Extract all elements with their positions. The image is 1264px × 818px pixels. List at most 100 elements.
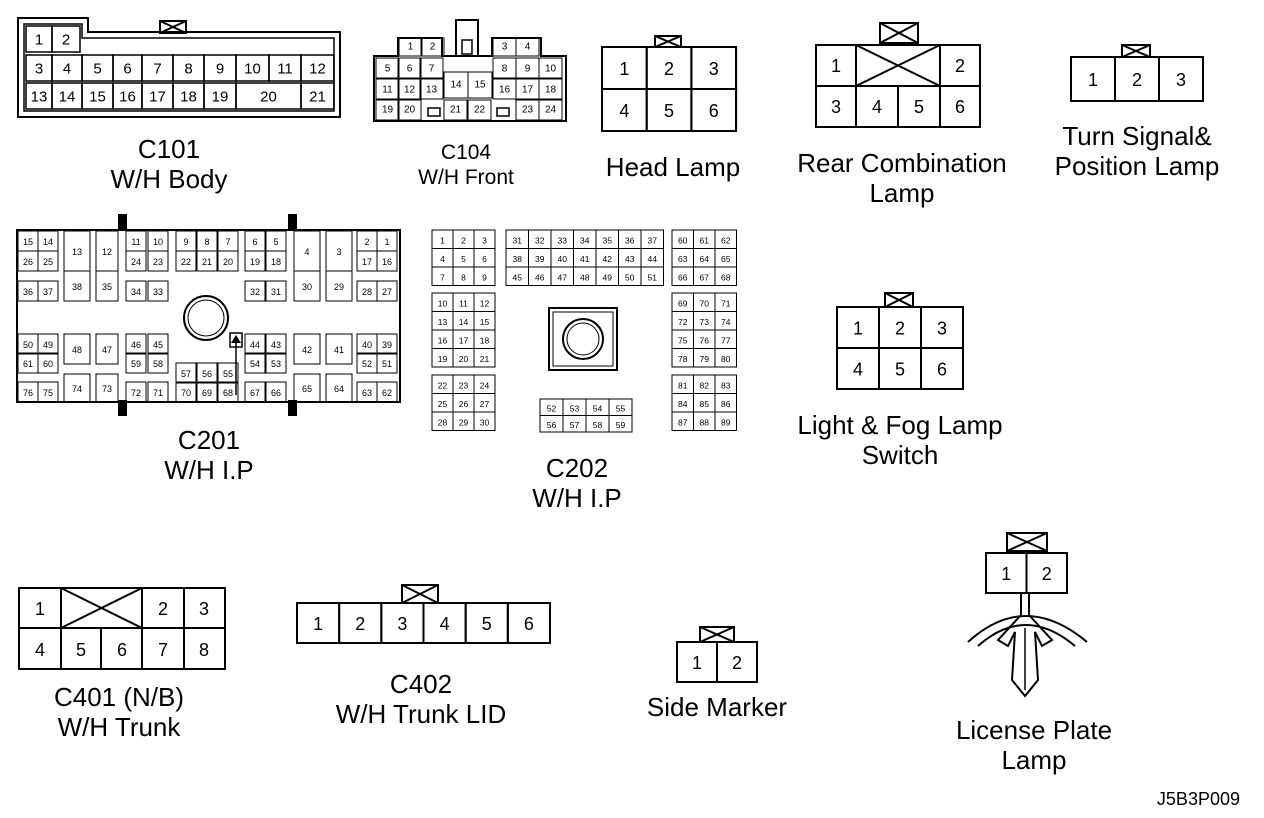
pin-number: 60: [678, 235, 688, 245]
pin-number: 13: [31, 89, 48, 106]
pin-number: 3: [336, 247, 341, 257]
pin-number: 55: [223, 369, 233, 379]
cell: [37, 280, 59, 302]
cell: [244, 280, 266, 302]
pin-number: 59: [616, 420, 626, 430]
pin-number: 35: [603, 235, 613, 245]
pin-number: 33: [558, 235, 568, 245]
cell: [419, 57, 444, 79]
pin-number: 68: [223, 388, 233, 398]
pin-number: 8: [199, 640, 209, 660]
pin-number: 85: [700, 399, 710, 409]
pin-number: 53: [570, 403, 580, 413]
pin-number: 31: [513, 235, 523, 245]
cell: [196, 362, 218, 384]
pin-number: 19: [250, 257, 260, 267]
pin-number: 2: [62, 32, 70, 49]
pin-number: 79: [700, 354, 710, 364]
caption-line: C402: [389, 669, 453, 699]
pin-number: 51: [382, 359, 392, 369]
caption-line: Light & Fog Lamp: [797, 410, 1003, 440]
cell: [147, 381, 169, 403]
cell: [376, 381, 398, 403]
cell: [217, 381, 239, 403]
pin-number: 89: [721, 417, 731, 427]
cell: [37, 333, 59, 355]
pin-number: 77: [721, 335, 731, 345]
pin-number: 36: [625, 235, 635, 245]
caption-line: W/H Body: [110, 164, 228, 194]
pin-number: 14: [43, 237, 53, 247]
pin-number: 45: [513, 272, 523, 282]
key-slot: [496, 107, 510, 117]
pin-number: 54: [593, 403, 603, 413]
pin-number: 5: [461, 254, 466, 264]
cell: [293, 333, 321, 365]
pin-number: 33: [153, 287, 163, 297]
blank-cross: [60, 587, 143, 629]
pin-number: 1: [853, 319, 863, 339]
pin-number: 1: [35, 599, 45, 619]
cell: [538, 78, 563, 100]
pin-number: 4: [440, 614, 450, 634]
pin-number: 4: [440, 254, 445, 264]
pin-number: 70: [700, 298, 710, 308]
pin-number: 82: [700, 380, 710, 390]
pin-number: 30: [480, 417, 490, 427]
pin-number: 4: [525, 42, 531, 53]
caption-license-plate-lamp: License Plate Lamp: [956, 715, 1112, 775]
cell: [716, 641, 758, 683]
pin-number: 24: [545, 105, 557, 116]
pin-number: 4: [853, 360, 863, 380]
lock-tab: [159, 20, 187, 34]
pin-number: 70: [181, 388, 191, 398]
pin-number: 25: [438, 399, 448, 409]
clip-arc: [977, 624, 1076, 647]
caption-line: License Plate: [955, 715, 1113, 745]
cell: [608, 415, 633, 433]
pin-number: 42: [603, 254, 613, 264]
pin-number: 2: [955, 56, 965, 76]
pin-number: 48: [72, 345, 82, 355]
pin-number: 20: [260, 89, 277, 106]
pin-number: 22: [181, 257, 191, 267]
pin-number: 88: [700, 417, 710, 427]
pin-number: 2: [355, 614, 365, 634]
pin-number: 1: [831, 56, 841, 76]
pin-number: 47: [102, 345, 112, 355]
cell: [376, 250, 398, 272]
pin-number: 47: [558, 272, 568, 282]
pin-number: 1: [313, 614, 323, 634]
cell: [147, 250, 169, 272]
pin-number: 48: [580, 272, 590, 282]
cell: [63, 373, 91, 403]
cell: [473, 411, 496, 431]
cell: [293, 373, 321, 403]
pin-number: 17: [522, 85, 534, 96]
caption-head-lamp: Head Lamp: [606, 152, 740, 182]
pin-number: 49: [603, 272, 613, 282]
pin-number: 18: [545, 85, 557, 96]
caption-c101: C101 W/H Body: [110, 134, 227, 194]
pin-number: 8: [502, 64, 508, 75]
pin-number: 2: [1132, 70, 1142, 90]
pin-number: 50: [625, 272, 635, 282]
pin-number: 14: [450, 80, 462, 91]
pin-number: 1: [1088, 70, 1098, 90]
caption-line: Lamp: [869, 178, 935, 208]
pin-number: 58: [153, 359, 163, 369]
cell: [640, 266, 664, 286]
pin-number: 17: [459, 335, 469, 345]
cell: [375, 99, 400, 121]
pin-number: 8: [461, 272, 466, 282]
pin-number: 28: [438, 417, 448, 427]
pin-number: 16: [119, 89, 136, 106]
lock-tab-cross: [654, 35, 682, 48]
caption-rear-combination-lamp: Rear Combination Lamp: [797, 148, 1007, 208]
pin-number: 11: [131, 237, 140, 247]
pin-number: 56: [547, 420, 557, 430]
cell: [714, 348, 737, 368]
cell: [300, 54, 335, 82]
